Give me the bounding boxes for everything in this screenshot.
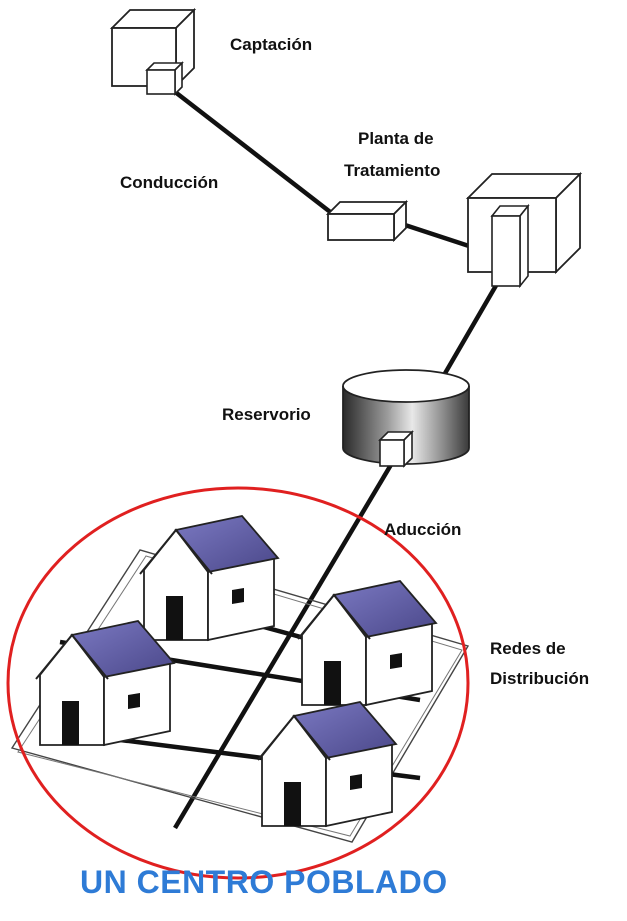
- centro-poblado-caption: UN CENTRO POBLADO: [80, 864, 448, 900]
- house: [35, 620, 175, 746]
- redes-label-line1: Redes de: [490, 639, 566, 658]
- pipe-planta-reservorio: [438, 268, 507, 384]
- conduccion-structure: [325, 199, 409, 243]
- house: [297, 580, 437, 706]
- community-ground-plane: [10, 549, 470, 843]
- house: [139, 515, 279, 641]
- captacion-label: Captación: [230, 35, 313, 54]
- captacion-structure: [109, 7, 197, 96]
- planta-label-line1: Planta de: [358, 129, 434, 148]
- planta-tratamiento-structure: [465, 171, 583, 289]
- conduccion-label: Conducción: [120, 173, 219, 192]
- redes-label-line2: Distribución: [490, 669, 590, 688]
- reservorio-tank: [342, 369, 470, 468]
- pipe-conduccion-planta: [404, 222, 476, 251]
- reservorio-label: Reservorio: [222, 405, 311, 424]
- pipe-aduccion: [173, 456, 397, 830]
- pipe-captacion-conduccion: [168, 86, 340, 220]
- community-ground-plane-edge: [17, 555, 463, 837]
- house: [257, 701, 397, 827]
- planta-label-line2: Tratamiento: [344, 161, 441, 180]
- aduccion-label: Aducción: [384, 520, 462, 539]
- centro-poblado-highlight-circle: [6, 486, 470, 880]
